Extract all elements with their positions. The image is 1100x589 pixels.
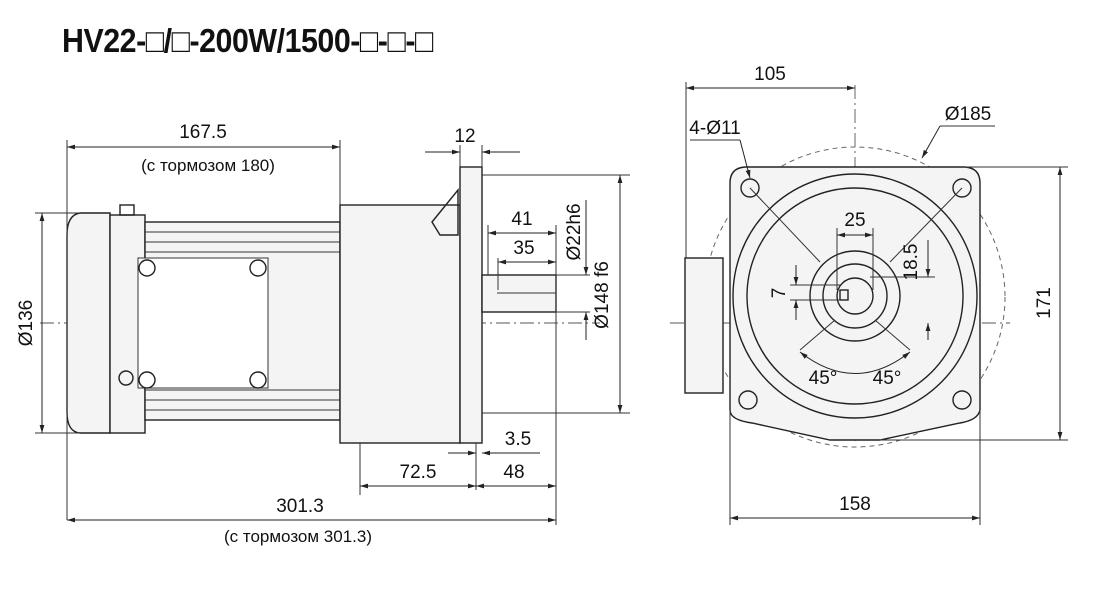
terminal-box bbox=[684, 257, 724, 394]
screw-icon bbox=[118, 204, 267, 389]
dim-shaft-diameter: Ø22h6 bbox=[564, 203, 585, 260]
dim-length-motor-brake: (с тормозом 180) bbox=[141, 156, 275, 175]
side-view: 167.5 (с тормозом 180) 12 Ø136 41 35 Ø22… bbox=[16, 122, 630, 546]
dim-171: 171 bbox=[1034, 287, 1055, 319]
dim-105: 105 bbox=[754, 64, 786, 85]
dim-holes: 4-Ø11 bbox=[689, 118, 740, 139]
dim-total: 301.3 bbox=[276, 496, 324, 517]
dim-158: 158 bbox=[839, 494, 871, 515]
dim-pcd: Ø185 bbox=[945, 104, 991, 125]
dim-pilot-diameter: Ø148 f6 bbox=[592, 261, 613, 329]
dim-length-motor: 167.5 bbox=[179, 122, 227, 143]
dim-3-5: 3.5 bbox=[505, 429, 531, 450]
mounting-hole-icon bbox=[738, 178, 972, 410]
dim-angle-right: 45° bbox=[873, 368, 902, 389]
dim-25: 25 bbox=[844, 210, 865, 231]
front-view: 45° 45° 105 4-Ø11 Ø185 25 18.5 7 171 158 bbox=[670, 64, 1068, 525]
drawing-title: HV22-□/□-200W/1500-□-□-□ bbox=[62, 22, 433, 59]
gearbox-body bbox=[339, 204, 461, 444]
dim-total-brake: (с тормозом 301.3) bbox=[224, 527, 372, 546]
dim-shaft-35: 35 bbox=[513, 238, 534, 259]
dim-48: 48 bbox=[503, 462, 524, 483]
dim-flange-thickness: 12 bbox=[454, 126, 475, 147]
dim-angle-left: 45° bbox=[809, 368, 838, 389]
motor-fan-cover bbox=[66, 212, 111, 434]
dim-7: 7 bbox=[769, 288, 790, 299]
dim-diameter-motor: Ø136 bbox=[16, 300, 37, 346]
dim-72-5: 72.5 bbox=[400, 462, 437, 483]
flange bbox=[459, 166, 483, 444]
dim-18-5: 18.5 bbox=[901, 244, 922, 281]
dim-shaft-41: 41 bbox=[511, 209, 532, 230]
